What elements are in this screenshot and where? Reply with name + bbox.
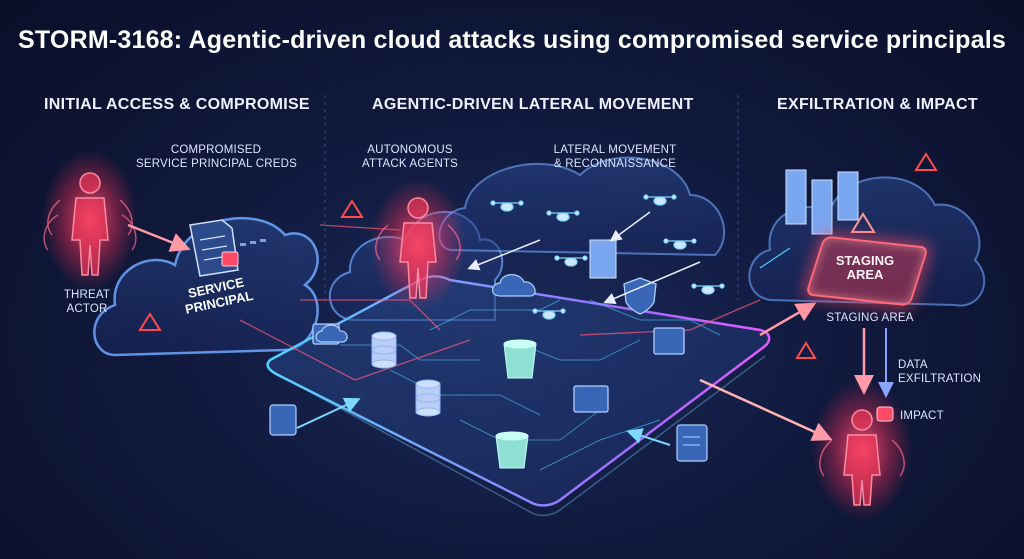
creds-label-line2: SERVICE PRINCIPAL CREDS: [136, 158, 297, 170]
server-icon: [589, 169, 859, 279]
alert-document-icon: [676, 424, 708, 462]
warning-icon: [138, 152, 938, 359]
platform-edge: [269, 355, 766, 517]
cloud-left: [93, 216, 319, 357]
line-to-staging: [759, 247, 791, 269]
drone-icon: [490, 194, 725, 320]
staging-area-box-text: STAGING AREA: [813, 254, 917, 282]
exfil-label-line2: EXFILTRATION: [898, 373, 982, 385]
arrow-recon-3: [603, 261, 701, 304]
impact-badge: [876, 406, 894, 422]
staging-area-caption: STAGING AREA: [826, 312, 914, 324]
cloud-right: [748, 176, 986, 307]
attack-agent-figure: [375, 197, 461, 299]
circuit-lines: [340, 299, 721, 471]
threat-actor-label: THREAT ACTOR: [52, 288, 122, 316]
threat-actor-label-line2: ACTOR: [66, 303, 108, 315]
arrow-platform-to-impact: [699, 378, 833, 441]
lateral-label-line2: & RECONNAISSANCE: [553, 158, 677, 170]
staging-box-line2: AREA: [846, 267, 884, 282]
arrow-to-staging: [759, 302, 817, 337]
section-exfiltration: EXFILTRATION & IMPACT: [777, 96, 978, 113]
section-lateral-movement: AGENTIC-DRIVEN LATERAL MOVEMENT: [372, 96, 694, 113]
lateral-label-line1: LATERAL MOVEMENT: [553, 144, 677, 156]
arrow-actor-to-creds: [127, 223, 191, 252]
impact-figure: [819, 409, 905, 506]
staging-box-line1: STAGING: [835, 253, 895, 268]
agents-label-line1: AUTONOMOUS: [367, 144, 453, 156]
lateral-label: LATERAL MOVEMENT & RECONNAISSANCE: [540, 143, 690, 171]
threat-actor-label-line1: THREAT: [63, 289, 111, 301]
arrow-doc-to-monitor: [626, 428, 671, 446]
agents-label-line2: ATTACK AGENTS: [361, 158, 459, 170]
storage-block-icon: [269, 404, 297, 436]
threat-actor-figure: [43, 172, 137, 276]
impact-label: IMPACT: [900, 410, 944, 422]
creds-label: COMPROMISED SERVICE PRINCIPAL CREDS: [136, 143, 297, 171]
bucket-icon: [495, 339, 537, 469]
cloud-icon: [315, 274, 536, 343]
arrow-recon-2: [609, 211, 651, 242]
shield-icon: [623, 277, 657, 315]
section-initial-access: INITIAL ACCESS & COMPROMISE: [44, 96, 310, 113]
database-icon: [371, 331, 441, 417]
arrow-storage-to-db: [296, 397, 361, 429]
creds-label-line1: COMPROMISED: [170, 144, 262, 156]
cloud-left-dots: [240, 239, 266, 246]
agents-label: AUTONOMOUS ATTACK AGENTS: [355, 143, 465, 171]
exfil-label-line1: DATA: [898, 359, 928, 371]
arrow-recon-1: [467, 239, 541, 271]
cloud-middle-right: [438, 156, 725, 257]
page-title: STORM-3168: Agentic-driven cloud attacks…: [18, 26, 1006, 54]
data-exfiltration-label: DATA EXFILTRATION: [898, 358, 988, 386]
document-icon: [189, 219, 239, 277]
